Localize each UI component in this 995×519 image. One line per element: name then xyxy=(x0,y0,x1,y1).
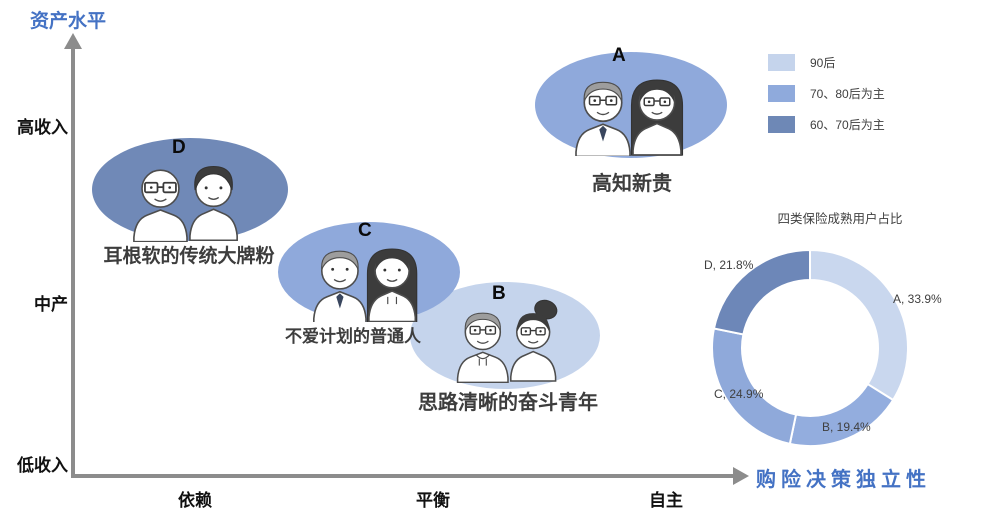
donut-label-c: C, 24.9% xyxy=(714,387,764,401)
donut-label-a: A, 33.9% xyxy=(893,292,942,306)
persona-letter-d: D xyxy=(172,137,186,158)
donut-segment-B xyxy=(788,382,895,447)
persona-letter-b: B xyxy=(492,283,506,304)
woman-longhair-icon xyxy=(366,248,418,322)
legend-item-post70-80s: 70、80后为主 xyxy=(768,85,885,102)
persona-letter-c: C xyxy=(358,220,372,241)
legend-swatch-light xyxy=(768,54,795,71)
persona-caption-c: 不爱计划的普通人 xyxy=(285,327,421,346)
y-axis-arrow-icon xyxy=(64,33,82,49)
woman-glasses-longhair-icon xyxy=(630,79,684,156)
couple-d-illustration xyxy=(133,165,238,242)
couple-c-illustration xyxy=(313,248,418,322)
persona-letter-a: A xyxy=(612,45,626,66)
persona-caption-b: 思路清晰的奋斗青年 xyxy=(418,392,598,414)
legend-item-post60-70s: 60、70后为主 xyxy=(768,116,885,133)
legend-label: 70、80后为主 xyxy=(810,87,885,101)
legend-label: 60、70后为主 xyxy=(810,118,885,132)
legend-label: 90后 xyxy=(810,56,836,70)
x-axis-arrow-icon xyxy=(733,467,749,485)
age-group-legend: 90后 70、80后为主 60、70后为主 xyxy=(768,54,885,147)
man-glasses-tie-icon xyxy=(575,81,631,156)
x-axis-title: 购险决策独立性 xyxy=(756,469,931,491)
man-tie-icon xyxy=(313,250,367,322)
y-tick-low-income: 低收入 xyxy=(17,456,68,475)
donut-label-b: B, 19.4% xyxy=(822,420,871,434)
woman-glasses-ponytail-icon xyxy=(510,299,558,382)
man-glasses-hoodie-icon xyxy=(456,312,509,383)
y-axis-title: 资产水平 xyxy=(30,11,107,32)
donut-chart xyxy=(711,248,909,447)
legend-swatch-medium xyxy=(768,85,795,102)
y-axis-line xyxy=(71,48,75,478)
couple-b-illustration xyxy=(456,299,558,383)
donut-label-d: D, 21.8% xyxy=(704,258,754,272)
bald-man-glasses-icon xyxy=(133,169,188,242)
persona-caption-d: 耳根软的传统大牌粉 xyxy=(103,246,275,267)
persona-bubble-d xyxy=(92,138,288,241)
legend-swatch-dark xyxy=(768,116,795,133)
donut-segment-A xyxy=(809,248,909,402)
persona-caption-a: 高知新贵 xyxy=(592,173,672,195)
legend-item-post90s: 90后 xyxy=(768,54,885,71)
x-tick-dependent: 依赖 xyxy=(178,491,212,510)
couple-a-illustration xyxy=(575,79,684,156)
darkhair-man-icon xyxy=(189,165,238,242)
x-tick-balanced: 平衡 xyxy=(416,491,450,510)
x-axis-line xyxy=(71,474,734,478)
donut-segment-D xyxy=(712,248,811,336)
x-tick-autonomous: 自主 xyxy=(649,491,683,510)
donut-chart-title: 四类保险成熟用户占比 xyxy=(777,212,903,226)
y-tick-high-income: 高收入 xyxy=(17,118,68,137)
y-tick-middle-class: 中产 xyxy=(34,295,68,314)
